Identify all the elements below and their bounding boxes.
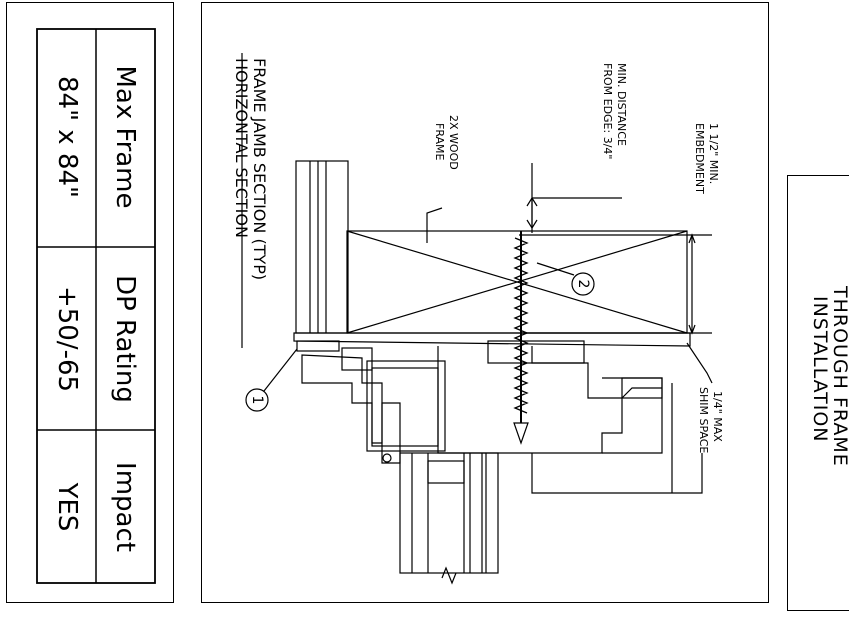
spec-table-grid (36, 28, 156, 584)
min-distance-label-1: MIN. DISTANCE (615, 63, 628, 146)
embedment-label-1: 1 1/2" MIN. (707, 123, 720, 184)
drawing-title: FRAME JAMB SECTION (TYP) (250, 58, 269, 280)
title-block: THROUGH FRAME INSTALLATION (787, 175, 849, 611)
wood-frame-label-1: 2X WOOD (447, 115, 460, 170)
max-frame-value: 84" x 84" (52, 75, 82, 198)
callout-1: 1 (249, 396, 265, 405)
impact-value: YES (52, 482, 82, 532)
wall-block (295, 160, 349, 334)
section-drawing: 2 1 FRAME JAMB SECTION (TYP) HORIZONTAL … (232, 53, 724, 585)
shim-label-1: 1/4" MAX (711, 391, 724, 442)
drawing-subtitle: HORIZONTAL SECTION (232, 58, 251, 238)
spec-table-panel: Max Frame 84" x 84" DP Rating +50/-65 Im… (6, 2, 174, 603)
wood-frame-label-2: FRAME (433, 123, 446, 161)
min-distance-label-2: FROM EDGE: 3/4" (601, 63, 614, 159)
title-line-2: INSTALLATION (809, 296, 831, 443)
shim-label-2: SHIM SPACE (697, 387, 710, 453)
shim-line (293, 332, 691, 347)
embedment-label-2: EMBEDMENT (693, 123, 706, 194)
impact-label: Impact (110, 462, 140, 552)
section-drawing-panel: 2 1 FRAME JAMB SECTION (TYP) HORIZONTAL … (201, 2, 769, 603)
callout-2: 2 (575, 280, 591, 289)
max-frame-label: Max Frame (110, 65, 140, 209)
title-line-1: THROUGH FRAME (829, 285, 849, 467)
